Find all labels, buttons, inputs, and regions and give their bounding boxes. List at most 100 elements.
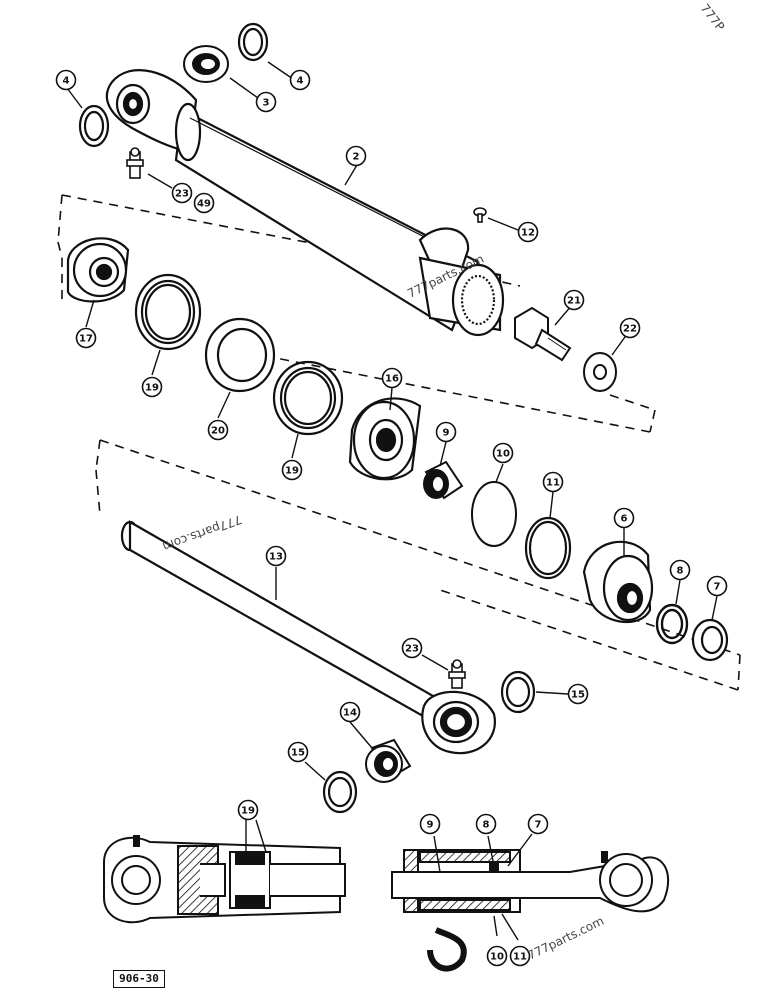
wiper-seal (691, 618, 729, 662)
callout-28: 7 (527, 813, 549, 835)
rod-seal-spacer (423, 460, 464, 500)
callout-19: 8 (669, 559, 691, 581)
callout-20: 7 (706, 575, 728, 597)
callout-16: 11 (542, 471, 564, 493)
callout-label: 9 (443, 428, 450, 439)
callout-label: 23 (175, 189, 189, 200)
callout-circle (669, 559, 691, 581)
callout-label: 19 (285, 466, 299, 477)
rod-guide (582, 540, 654, 624)
callout-label: 6 (621, 514, 628, 525)
callout-label: 12 (521, 228, 535, 239)
snap-ring-top-right (237, 22, 269, 62)
callout-10: 19 (281, 459, 303, 481)
callout-circle (237, 799, 259, 821)
callout-circle (289, 69, 311, 91)
callout-6: 12 (517, 221, 539, 243)
callout-30: 11 (509, 945, 531, 967)
callout-circle (339, 701, 361, 723)
callout-circle (567, 683, 589, 705)
callout-circle (509, 945, 531, 967)
callout-label: 4 (297, 76, 304, 87)
callout-label: 17 (79, 334, 93, 345)
piston (348, 397, 422, 481)
callout-circle (706, 575, 728, 597)
o-ring (471, 481, 517, 547)
callout-label: 10 (496, 449, 510, 460)
section-view-rod-end (391, 849, 670, 972)
callout-12: 21 (563, 289, 585, 311)
backup-ring (524, 516, 572, 580)
leader-lines (66, 61, 718, 941)
callout-circle (401, 637, 423, 659)
callout-8: 19 (141, 376, 163, 398)
callout-29: 10 (486, 945, 508, 967)
piston-rod (120, 520, 497, 755)
callout-circle (287, 741, 309, 763)
callout-circle (492, 442, 514, 464)
callout-9: 20 (207, 419, 229, 441)
watermark-corner: 777P (698, 1, 728, 33)
figure-id-label: 906-30 (113, 970, 165, 988)
callout-25: 19 (237, 799, 259, 821)
piston-seal (204, 317, 276, 393)
callout-14: 9 (435, 421, 457, 443)
callout-label: 23 (405, 644, 419, 655)
watermark-rod: 777parts.com (161, 512, 244, 554)
callout-circle (381, 367, 403, 389)
callout-label: 19 (241, 806, 255, 817)
callout-circle (55, 69, 77, 91)
callout-group: 4 4 3 2 23 49 12 17 19 20 19 16 21 22 9 10 11 6 13 8 7 23 15 14… (55, 69, 728, 967)
callout-1: 4 (289, 69, 311, 91)
callout-circle (563, 289, 585, 311)
callout-label: 7 (535, 820, 542, 831)
callout-label: 49 (197, 199, 211, 210)
callout-label: 15 (291, 748, 305, 759)
callout-circle (75, 327, 97, 349)
callout-circle (542, 471, 564, 493)
bushing-top (183, 45, 229, 83)
washer (583, 352, 617, 392)
callout-label: 19 (145, 383, 159, 394)
callout-circle (527, 813, 549, 835)
callout-label: 8 (483, 820, 490, 831)
callout-11: 16 (381, 367, 403, 389)
callout-2: 3 (255, 91, 277, 113)
callout-21: 23 (401, 637, 423, 659)
callout-label: 11 (513, 952, 527, 963)
callout-13: 22 (619, 317, 641, 339)
bleed-screw (473, 207, 487, 223)
callout-18: 13 (265, 545, 287, 567)
callout-circle (613, 507, 635, 529)
callout-label: 7 (714, 582, 721, 593)
callout-23: 14 (339, 701, 361, 723)
callout-label: 22 (623, 324, 637, 335)
callout-label: 2 (353, 152, 360, 163)
cylinder-barrel (105, 69, 505, 337)
snap-ring-top-left (78, 104, 110, 148)
callout-7: 17 (75, 327, 97, 349)
callout-circle (345, 145, 367, 167)
callout-circle (517, 221, 539, 243)
callout-label: 21 (567, 296, 581, 307)
callout-circle (193, 192, 215, 214)
callout-17: 6 (613, 507, 635, 529)
gland-nut (66, 237, 130, 303)
snap-ring-rod-left (322, 770, 358, 814)
callout-label: 16 (385, 374, 399, 385)
callout-label: 11 (546, 478, 560, 489)
callout-label: 4 (63, 76, 70, 87)
callout-label: 3 (263, 98, 270, 109)
section-view-barrel-end (103, 835, 346, 924)
callout-label: 14 (343, 708, 357, 719)
callout-3: 2 (345, 145, 367, 167)
callout-circle (207, 419, 229, 441)
callout-5: 49 (193, 192, 215, 214)
callout-label: 9 (427, 820, 434, 831)
callout-0: 4 (55, 69, 77, 91)
callout-circle (419, 813, 441, 835)
callout-circle (486, 945, 508, 967)
callout-circle (281, 459, 303, 481)
piston-bolt (514, 306, 572, 362)
